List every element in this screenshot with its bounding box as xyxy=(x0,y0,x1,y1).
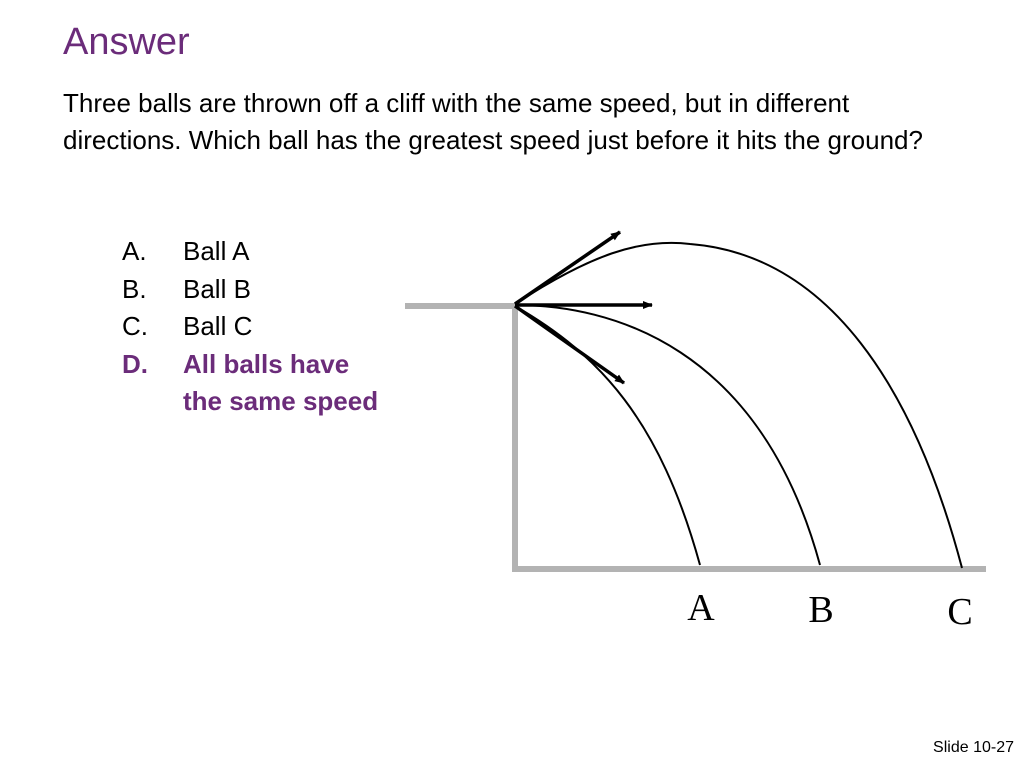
slide-title: Answer xyxy=(63,21,190,63)
ball-label-b: B xyxy=(808,589,833,631)
trajectory-b xyxy=(514,304,821,566)
ball-label-a: A xyxy=(687,587,715,629)
velocity-arrow-up xyxy=(514,230,621,306)
question-text: Three balls are thrown off a cliff with … xyxy=(63,88,923,155)
choice-a: A. Ball A xyxy=(122,233,378,271)
choice-c-letter: C. xyxy=(122,311,148,341)
slide-number: Slide 10-27 xyxy=(933,739,1014,756)
choice-a-text: Ball A xyxy=(183,236,250,266)
choice-b-text: Ball B xyxy=(183,273,251,304)
choice-d-correct-answer: D. All balls have the same speed xyxy=(122,346,378,421)
choice-b: B. Ball B xyxy=(122,271,378,309)
velocity-arrow-down xyxy=(513,304,626,385)
answer-choices: A. Ball A B. Ball B C. Ball C D. All bal… xyxy=(122,233,378,421)
choice-b-letter: B. xyxy=(122,273,147,304)
trajectory-a xyxy=(514,305,701,566)
ball-label-c: C xyxy=(947,591,972,633)
cliff-outline xyxy=(405,303,986,572)
choice-a-letter: A. xyxy=(122,236,147,266)
choice-d-text: All balls have the same speed xyxy=(183,348,379,417)
choice-c: C. Ball C xyxy=(122,308,378,346)
choice-d-letter: D. xyxy=(122,348,148,379)
choice-c-text: Ball C xyxy=(183,311,253,341)
trajectory-c xyxy=(514,241,963,569)
